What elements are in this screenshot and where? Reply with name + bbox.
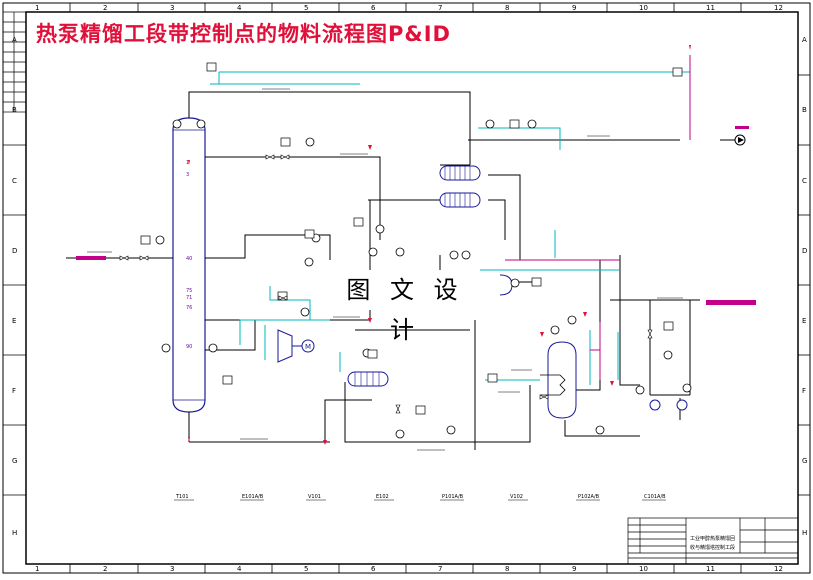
reflux-drum-v101 <box>499 274 513 296</box>
grid-row-label-left: H <box>12 529 17 537</box>
distillation-column-t101 <box>172 100 206 442</box>
vessel-v102 <box>540 341 577 419</box>
grid-column-label-top: 4 <box>237 4 242 12</box>
grid-column-ticks <box>3 3 810 573</box>
grid-column-label-bottom: 1 <box>35 565 39 573</box>
grid-row-label-left: C <box>12 177 17 185</box>
drawing-title: 热泵精馏工段带控制点的物料流程图P&ID <box>36 22 451 46</box>
cooler-e102 <box>347 371 389 387</box>
tray-number-label: 75 <box>186 288 192 294</box>
tray-number-label: 90 <box>186 344 192 350</box>
equipment-tag-row: T101 E101A/B V101 E102 P101A/B V102 P102A/B C10… <box>175 494 666 500</box>
grid-row-label-right: F <box>802 387 806 395</box>
grid-column-label-bottom: 8 <box>505 565 509 573</box>
grid-row-label-left: E <box>12 317 16 325</box>
grid-row-label-right: A <box>802 36 807 44</box>
equipment-tag: E101A/B <box>242 494 264 500</box>
tray-number-label: 76 <box>186 305 192 311</box>
grid-row-label-right: E <box>802 317 806 325</box>
grid-column-label-top: 2 <box>103 4 107 12</box>
grid-column-label-top: 10 <box>639 4 648 12</box>
tray-number-label: 3 <box>186 172 189 178</box>
grid-column-label-top: 12 <box>774 4 783 12</box>
title-block-line2: 收与精馏塔控制工段 <box>690 544 735 551</box>
grid-column-label-top: 3 <box>170 4 174 12</box>
equipment-tag: C101A/B <box>644 494 666 500</box>
condenser-e101 <box>439 165 481 208</box>
grid-column-label-top: 8 <box>505 4 509 12</box>
svg-text:M: M <box>305 343 311 351</box>
title-block <box>627 517 799 565</box>
revision-strip <box>2 11 27 113</box>
grid-column-label-bottom: 5 <box>304 565 308 573</box>
equipment-tag: V102 <box>510 494 523 500</box>
inner-border <box>25 11 799 565</box>
title-block-line1: 工业甲醇热泵精馏回 <box>690 535 735 542</box>
compressor-c101: M <box>277 329 315 363</box>
grid-column-label-top: 6 <box>371 4 376 12</box>
tray-number-label: 1 <box>186 160 189 166</box>
pump-p102 <box>649 399 688 411</box>
grid-column-label-bottom: 3 <box>170 565 174 573</box>
grid-row-label-right: B <box>802 106 807 114</box>
grid-row-label-right: D <box>802 247 807 255</box>
grid-row-label-right: C <box>802 177 807 185</box>
equipment-tag: V101 <box>308 494 321 500</box>
equipment-tag: P102A/B <box>578 494 600 500</box>
watermark-text: 图 文 设 计 <box>330 270 480 344</box>
grid-row-label-left: G <box>12 457 17 465</box>
equipment-tag: T101 <box>175 494 189 500</box>
grid-row-label-left: F <box>12 387 16 395</box>
control-squares <box>140 62 683 415</box>
grid-column-label-bottom: 9 <box>572 565 576 573</box>
steam-lines <box>505 55 691 380</box>
tray-number-label: 71 <box>186 295 192 301</box>
grid-row-label-left: D <box>12 247 17 255</box>
grid-column-label-top: 1 <box>35 4 39 12</box>
grid-column-label-top: 9 <box>572 4 576 12</box>
equipment-tag: P101A/B <box>442 494 464 500</box>
grid-column-label-top: 11 <box>706 4 715 12</box>
tray-number-label: 40 <box>186 256 192 262</box>
grid-column-label-bottom: 2 <box>103 565 107 573</box>
product-exit <box>76 126 756 305</box>
equipment-tag: E102 <box>376 494 389 500</box>
grid-column-label-bottom: 4 <box>237 565 242 573</box>
flow-arrows <box>188 45 691 445</box>
grid-column-label-top: 5 <box>304 4 308 12</box>
valves <box>119 154 653 414</box>
grid-column-label-bottom: 6 <box>371 565 376 573</box>
grid-column-label-bottom: 10 <box>639 565 648 573</box>
grid-column-label-bottom: 11 <box>706 565 715 573</box>
grid-row-label-left: B <box>12 106 17 114</box>
grid-row-label-right: G <box>802 457 807 465</box>
grid-column-label-top: 7 <box>438 4 442 12</box>
grid-row-label-right: H <box>802 529 807 537</box>
pipe-line-labels <box>87 88 683 451</box>
grid-column-label-bottom: 7 <box>438 565 442 573</box>
grid-row-label-left: A <box>12 36 17 44</box>
grid-column-label-bottom: 12 <box>774 565 783 573</box>
